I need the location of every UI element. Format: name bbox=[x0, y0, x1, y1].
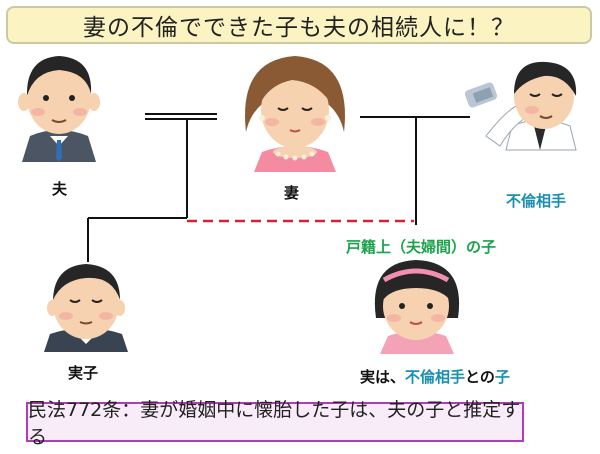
title-banner: 妻の不倫でできた子も夫の相続人に！？ bbox=[6, 6, 592, 44]
wife-label: 妻 bbox=[284, 184, 300, 202]
civil-code-text: 民法772条：妻が婚姻中に懐胎した子は、夫の子と推定する bbox=[28, 399, 521, 448]
caption-middle: との bbox=[465, 368, 495, 386]
registered-child-label: 戸籍上（夫婦間）の子 bbox=[346, 238, 497, 256]
caption-prefix: 実は、 bbox=[360, 368, 406, 386]
husband-illustration bbox=[18, 56, 100, 162]
page-title: 妻の不倫でできた子も夫の相続人に！？ bbox=[83, 15, 515, 41]
husband-label: 夫 bbox=[52, 180, 68, 198]
affair-partner-illustration bbox=[464, 61, 577, 151]
real-child-label: 実子 bbox=[68, 364, 99, 382]
caption-suffix: 子 bbox=[494, 368, 510, 386]
registered-child-illustration bbox=[374, 260, 460, 354]
wife-illustration bbox=[245, 56, 345, 172]
real-child-illustration bbox=[44, 264, 128, 352]
caption-partner: 不倫相手 bbox=[405, 368, 466, 386]
affair-partner-label: 不倫相手 bbox=[506, 192, 567, 210]
registered-child-caption: 実は、不倫相手との子 bbox=[360, 366, 510, 387]
civil-code-note: 民法772条：妻が婚姻中に懐胎した子は、夫の子と推定する bbox=[26, 399, 524, 448]
